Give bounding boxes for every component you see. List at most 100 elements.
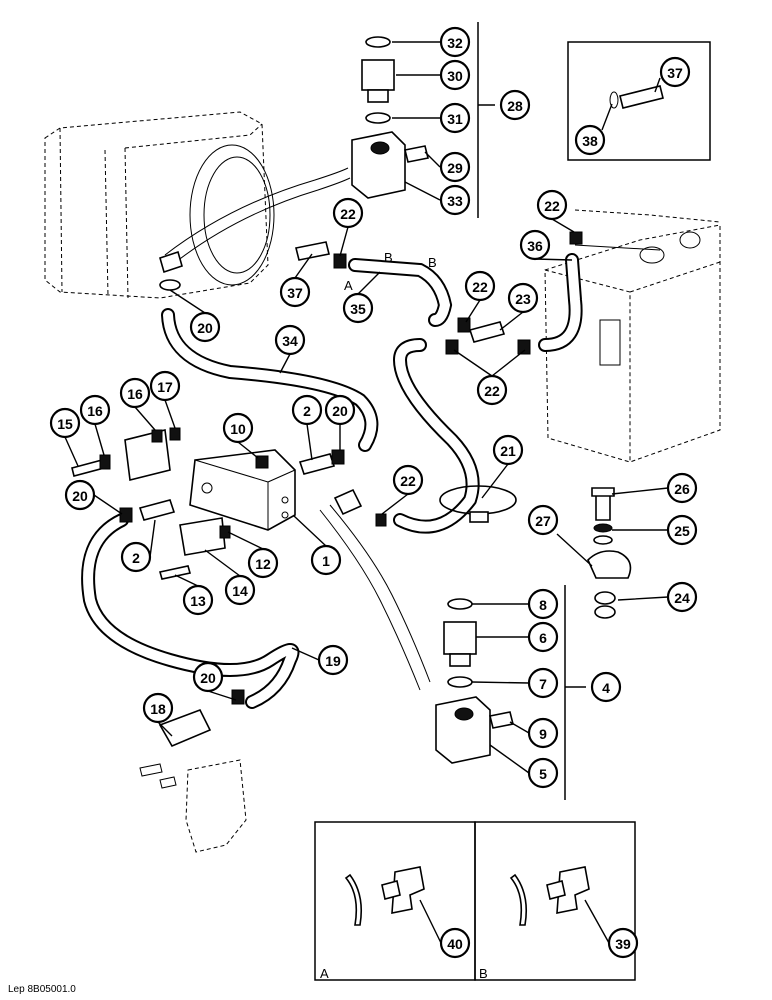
callout-c35: 35 <box>342 292 374 324</box>
callout-circle <box>142 692 174 724</box>
callout-circle <box>492 434 524 466</box>
callout-circle <box>317 644 349 676</box>
inset-label-a: A <box>320 966 329 981</box>
callout-number: 2 <box>132 550 140 566</box>
callout-c31: 31 <box>439 102 471 134</box>
callout-number: 22 <box>400 473 416 489</box>
callout-c4: 4 <box>590 671 622 703</box>
callout-number: 15 <box>57 416 73 432</box>
valve-bottom-parts <box>435 598 514 764</box>
callout-c24: 24 <box>666 581 698 613</box>
callout-c34: 34 <box>274 324 306 356</box>
callout-number: 20 <box>332 403 348 419</box>
callout-circle <box>439 151 471 183</box>
callout-number: 22 <box>340 206 356 222</box>
callout-c18: 18 <box>142 692 174 724</box>
callout-number: 26 <box>674 481 690 497</box>
callout-number: 24 <box>674 590 690 606</box>
callout-c7: 7 <box>527 667 559 699</box>
callout-number: 4 <box>602 680 610 696</box>
callout-number: 34 <box>282 333 298 349</box>
callout-c16b: 16 <box>119 377 151 409</box>
callout-circle <box>342 292 374 324</box>
callout-circle <box>464 270 496 302</box>
callout-c19: 19 <box>317 644 349 676</box>
callout-circle <box>527 588 559 620</box>
clamp-hardware <box>587 487 632 619</box>
callout-circle <box>507 282 539 314</box>
callout-circle <box>224 574 256 606</box>
callout-c16a: 16 <box>79 394 111 426</box>
callout-number: 1 <box>322 553 330 569</box>
callout-c20c: 20 <box>64 479 96 511</box>
callout-circle <box>476 374 508 406</box>
callout-circle <box>439 184 471 216</box>
callout-number: 22 <box>544 198 560 214</box>
callout-number: 37 <box>287 285 303 301</box>
callout-circle <box>607 927 639 959</box>
valve-top-parts <box>351 36 429 199</box>
callout-c40: 40 <box>439 927 471 959</box>
callout-circle <box>499 89 531 121</box>
callout-c9: 9 <box>527 717 559 749</box>
callout-c12: 12 <box>247 547 279 579</box>
callout-c20b: 20 <box>324 394 356 426</box>
callout-c25: 25 <box>666 514 698 546</box>
callout-number: 20 <box>200 670 216 686</box>
callout-c8: 8 <box>527 588 559 620</box>
callout-c30: 30 <box>439 59 471 91</box>
callout-c22b: 22 <box>536 189 568 221</box>
callout-circle <box>49 407 81 439</box>
callout-circle <box>120 541 152 573</box>
callout-number: 20 <box>72 488 88 504</box>
callout-circle <box>392 464 424 496</box>
callout-circle <box>64 479 96 511</box>
callout-circle <box>79 394 111 426</box>
callout-c22a: 22 <box>332 197 364 229</box>
callout-c37a: 37 <box>659 56 691 88</box>
callout-circle <box>189 311 221 343</box>
callout-c33: 33 <box>439 184 471 216</box>
label-b-2: B <box>428 255 437 270</box>
callout-circle <box>119 377 151 409</box>
callout-number: 30 <box>447 68 463 84</box>
callout-c22d: 22 <box>476 374 508 406</box>
callout-circle <box>527 667 559 699</box>
callout-c28: 28 <box>499 89 531 121</box>
callout-number: 16 <box>127 386 143 402</box>
callout-circle <box>519 229 551 261</box>
callout-circle <box>182 584 214 616</box>
lower-valve-body <box>139 689 247 853</box>
callout-number: 27 <box>535 513 551 529</box>
callout-number: 13 <box>190 593 206 609</box>
callout-c10: 10 <box>222 412 254 444</box>
callout-c37b: 37 <box>279 276 311 308</box>
callout-number: 14 <box>232 583 248 599</box>
callout-number: 5 <box>539 766 547 782</box>
callout-number: 40 <box>447 936 463 952</box>
callout-number: 31 <box>447 111 463 127</box>
callout-number: 12 <box>255 556 271 572</box>
callout-number: 32 <box>447 35 463 51</box>
callout-circle <box>222 412 254 444</box>
callout-circle <box>527 621 559 653</box>
callout-number: 36 <box>527 238 543 254</box>
callout-c15: 15 <box>49 407 81 439</box>
callout-circle <box>666 514 698 546</box>
callout-circle <box>536 189 568 221</box>
callout-circle <box>149 370 181 402</box>
callout-number: 7 <box>539 676 547 692</box>
callout-circle <box>666 472 698 504</box>
callout-c36: 36 <box>519 229 551 261</box>
callout-c29: 29 <box>439 151 471 183</box>
callout-circle <box>590 671 622 703</box>
callout-number: 29 <box>447 160 463 176</box>
leader-lines <box>64 41 669 944</box>
radiator-assembly <box>44 111 351 299</box>
callout-number: 18 <box>150 701 166 717</box>
callout-c6: 6 <box>527 621 559 653</box>
callout-number: 37 <box>667 65 683 81</box>
callout-number: 35 <box>350 301 366 317</box>
callout-number: 39 <box>615 936 631 952</box>
